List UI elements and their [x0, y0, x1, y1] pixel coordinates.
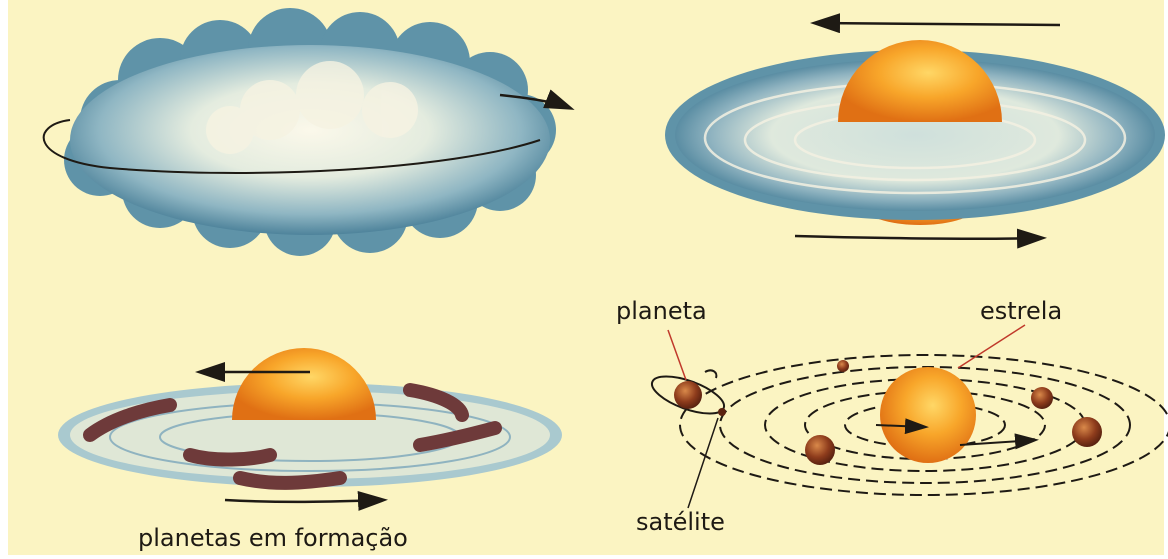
star-label: estrela	[980, 299, 1062, 323]
satellite-label: satélite	[636, 510, 725, 534]
protostar-disk	[665, 23, 1165, 239]
planet-label: planeta	[616, 299, 707, 323]
planets-forming-disk	[58, 348, 562, 502]
solar-system	[648, 325, 1168, 508]
planets-forming-caption: planetas em formação	[138, 526, 408, 550]
rotating-nebula-cloud	[44, 8, 570, 256]
